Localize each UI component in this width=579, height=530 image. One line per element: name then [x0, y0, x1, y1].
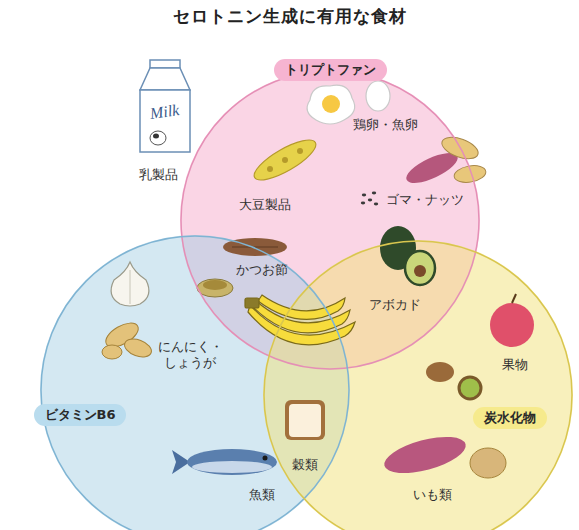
venn-circle: ビタミンB6: [40, 235, 350, 530]
food-label: 穀類: [292, 457, 318, 473]
food-label: アボカド: [369, 297, 421, 313]
dish-food: [203, 280, 227, 290]
whole-egg: [366, 81, 390, 111]
food-label: いも類: [413, 487, 452, 503]
label-wrap: 穀類: [292, 457, 318, 473]
banana-finger: [248, 305, 355, 345]
potato: [470, 448, 506, 478]
fruits: [426, 294, 534, 399]
tryptophan-fill: [180, 70, 480, 370]
badge-wrap: ビタミンB6: [34, 404, 127, 426]
title-wrap: セロトニン生成に有用な食材: [0, 5, 579, 28]
circle-fills: [40, 70, 573, 530]
label-wrap: かつお節: [236, 262, 288, 278]
milk-carton: [140, 60, 190, 152]
garlic-line: [130, 270, 131, 304]
banana-stem: [245, 298, 259, 308]
category-heading: トリプトファン: [274, 59, 387, 81]
package-text: Milk: [149, 100, 181, 125]
food-label: 乳製品: [139, 167, 178, 183]
circle-outline: [263, 240, 573, 530]
sesame-seed: [361, 202, 365, 205]
carton-top: [140, 68, 190, 90]
avocado-half: [405, 251, 435, 285]
venn-circle: トリプトファン: [180, 70, 480, 370]
food-label: 大豆製品: [239, 197, 291, 213]
label-wrap: 大豆製品: [239, 197, 291, 213]
circle-outline: [40, 235, 350, 530]
carton-tab: [150, 60, 180, 68]
bread: [285, 400, 325, 440]
badge-wrap: 炭水化物: [473, 407, 547, 429]
food-label: にんにく・しょうが: [156, 339, 224, 372]
fish-eye: [263, 456, 268, 461]
sesame-seed: [362, 194, 366, 197]
ginger: [102, 345, 122, 359]
label-wrap: 魚類: [249, 487, 275, 503]
label-wrap: 乳製品: [139, 167, 178, 183]
category-heading: ビタミンB6: [34, 404, 127, 426]
circle-border: [41, 236, 349, 530]
badge-wrap: トリプトファン: [274, 59, 387, 81]
category-heading: 炭水化物: [473, 407, 547, 429]
fruit-brown: [426, 362, 454, 382]
sesame-seed: [372, 192, 376, 195]
circle-border: [181, 71, 479, 369]
food-label: 鶏卵・魚卵: [353, 117, 418, 133]
peanut: [453, 163, 487, 184]
ginger: [122, 336, 154, 361]
sesame-seed: [374, 203, 378, 206]
label-wrap: アボカド: [369, 297, 421, 313]
label-wrap: にんにく・しょうが: [156, 339, 224, 372]
soy-bean: [282, 157, 288, 163]
apple: [490, 303, 534, 347]
label-wrap: 果物: [502, 357, 528, 373]
circle-outline: [180, 70, 480, 370]
sesame: [361, 192, 378, 206]
kiwi: [459, 377, 481, 399]
sweet-potato: [381, 430, 470, 481]
egg-yolk: [322, 95, 340, 113]
avocado-seed: [414, 265, 426, 277]
label-wrap: Milk: [150, 102, 179, 123]
apple-stem: [512, 294, 516, 303]
soy-bean: [267, 166, 273, 172]
fish: [172, 449, 277, 475]
carb-fill: [263, 240, 573, 530]
circle-border: [264, 241, 572, 530]
label-wrap: いも類: [413, 487, 452, 503]
label-wrap: 鶏卵・魚卵: [353, 117, 418, 133]
carton-body: [140, 90, 190, 152]
fried-egg: [307, 85, 355, 124]
label-wrap: ゴマ・ナッツ: [386, 192, 464, 208]
food-label: 果物: [502, 357, 528, 373]
garlic-ginger: [102, 262, 154, 360]
katsuobushi: [197, 238, 287, 297]
avocado: [380, 226, 435, 285]
soy-bean: [297, 148, 303, 154]
bread-crust: [285, 400, 325, 440]
fish-belly: [192, 461, 272, 473]
sesame-seed: [368, 199, 372, 202]
bonito-stripe: [232, 247, 278, 248]
food-label: ゴマ・ナッツ: [386, 192, 464, 208]
cow-head: [150, 131, 166, 145]
cow-spot: [153, 134, 159, 139]
food-label: かつお節: [236, 262, 288, 278]
soybean: [249, 133, 321, 187]
diagram-title: セロトニン生成に有用な食材: [173, 5, 407, 28]
venn-circle: 炭水化物: [263, 240, 573, 530]
garlic: [111, 262, 149, 306]
fish-body: [187, 449, 277, 475]
food-label: 魚類: [249, 487, 275, 503]
dish: [197, 279, 233, 297]
banana: [245, 295, 355, 345]
bread-crumb: [289, 404, 321, 437]
potatoes: [381, 430, 506, 481]
soy-pod: [249, 133, 321, 187]
